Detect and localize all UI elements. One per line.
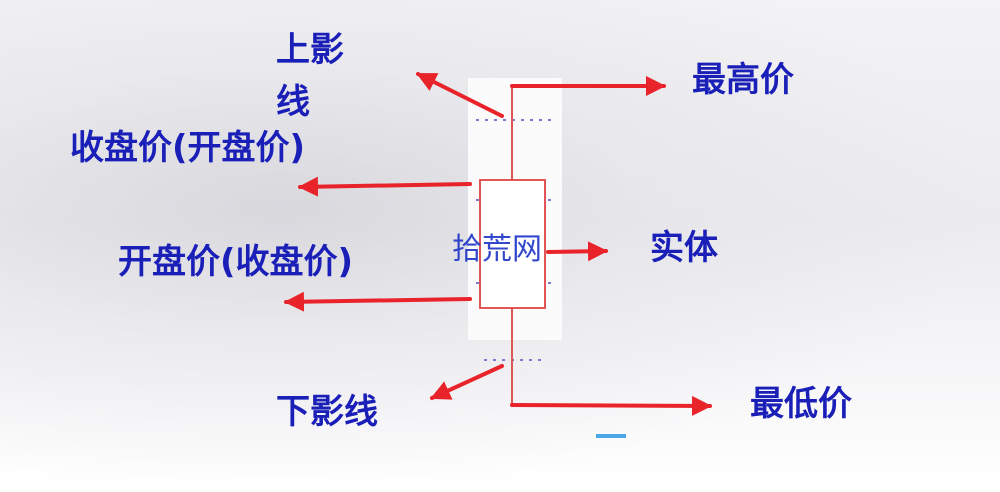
arrows [284, 72, 712, 416]
blue-dash-mark [596, 434, 626, 438]
candle-body [479, 179, 546, 309]
watermark-text: 拾荒网 [452, 232, 542, 267]
label-body: 实体 [650, 228, 718, 268]
dotted-guides [476, 119, 556, 361]
arrow-upper-shadow [416, 72, 504, 118]
arrow-lower-shadow [430, 364, 504, 400]
arrow-open-close [284, 291, 472, 312]
label-lower-shadow: 下影线 [276, 392, 378, 432]
arrow-body [546, 241, 608, 262]
arrow-close-open [298, 176, 472, 197]
label-high-price: 最高价 [692, 60, 794, 100]
label-open-close-price: 开盘价(收盘价) [118, 242, 354, 282]
candlestick [479, 86, 546, 405]
arrow-low [510, 395, 712, 416]
label-close-open-price: 收盘价(开盘价) [70, 128, 306, 168]
label-low-price: 最低价 [750, 384, 852, 424]
label-upper-shadow: 上影线 [276, 30, 344, 122]
